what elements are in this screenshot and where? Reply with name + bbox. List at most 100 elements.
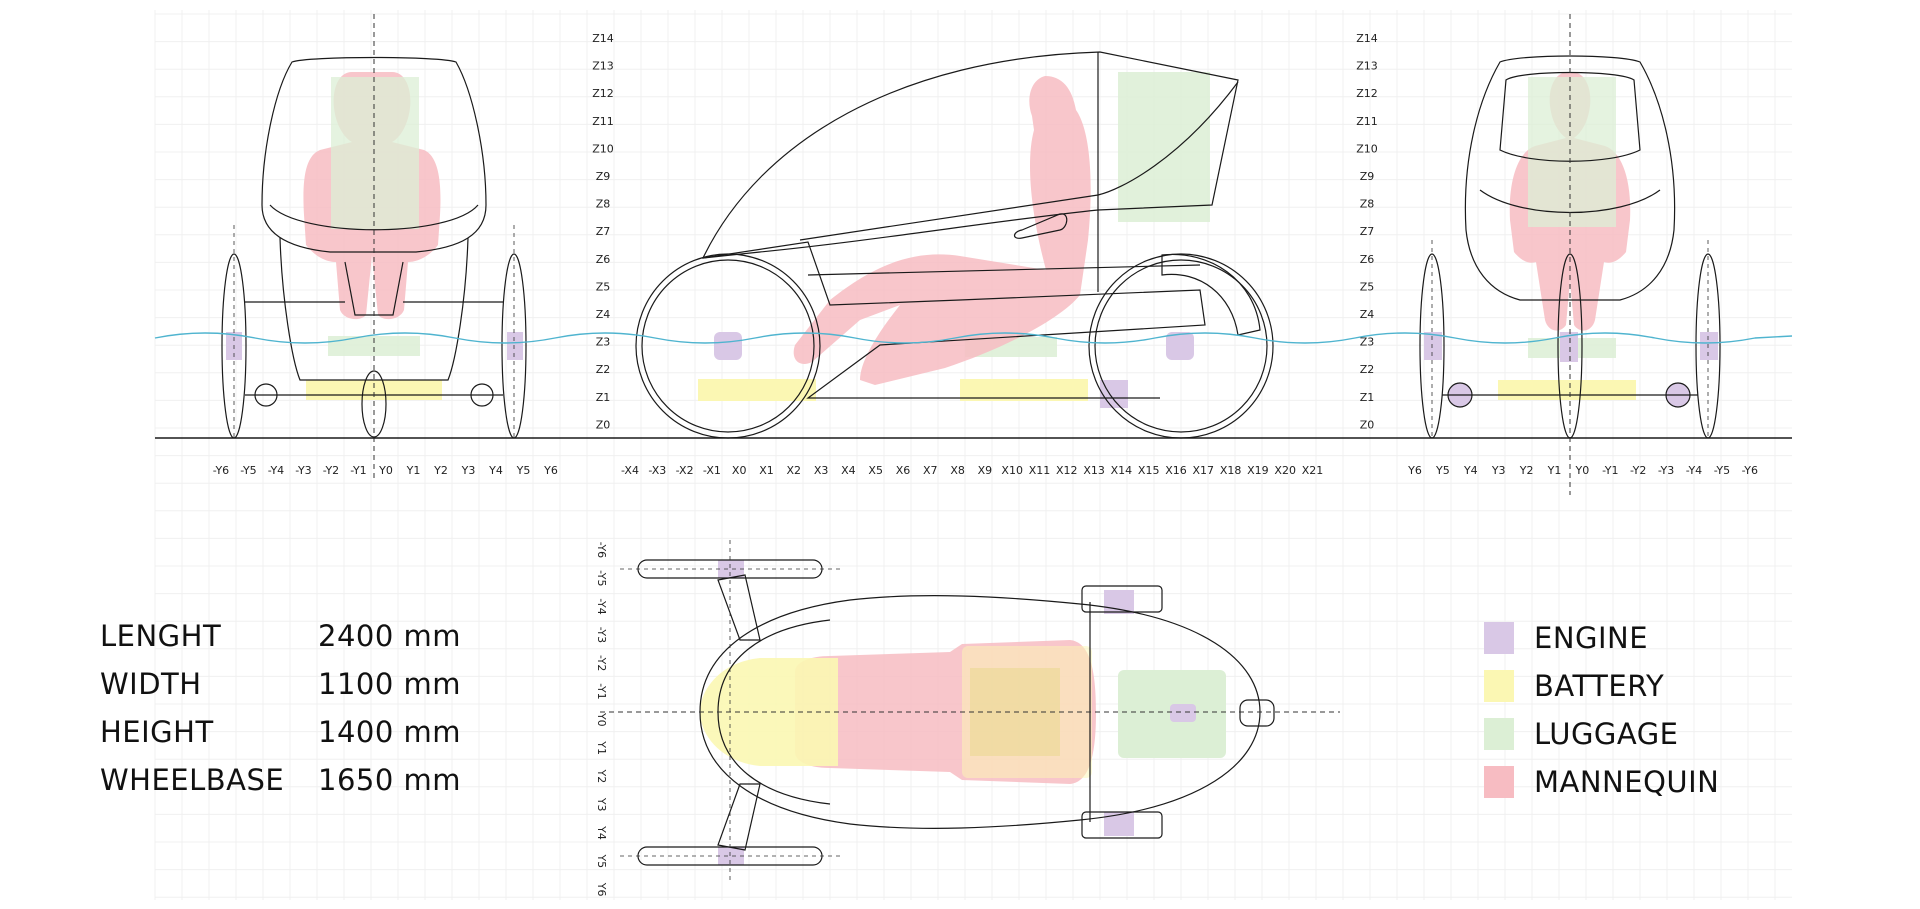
axis-tick-label: Y2: [433, 464, 448, 477]
axis-tick-label: -Y1: [350, 464, 366, 477]
axis-tick-label: X15: [1138, 464, 1160, 477]
axis-tick-label: -Y6: [1742, 464, 1758, 477]
axis-tick-label: Y0: [595, 712, 608, 727]
rear-engine-left: [1424, 332, 1442, 360]
rear-battery-zone: [1498, 380, 1636, 400]
top-rear-pod-left: [1081, 585, 1163, 613]
side-mannequin-zone: [793, 76, 1091, 385]
legend-item: BATTERY: [1484, 662, 1784, 710]
front-hub-right: [470, 383, 494, 407]
front-windshield: [269, 204, 479, 231]
top-view: [600, 540, 1340, 880]
axis-tick-label: X4: [841, 464, 856, 477]
spec-label: HEIGHT: [100, 715, 214, 749]
axis-tick-label: -Y6: [595, 542, 608, 558]
axis-tick-label: -X4: [621, 464, 639, 477]
axis-tick-label: X2: [787, 464, 802, 477]
axis-tick-label: Z3: [1360, 336, 1375, 349]
axis-tick-label: Z7: [596, 225, 611, 238]
legend-label: BATTERY: [1534, 669, 1665, 703]
axis-tick-label: X5: [868, 464, 883, 477]
legend-item: MANNEQUIN: [1484, 758, 1784, 806]
axis-tick-label: Y1: [406, 464, 421, 477]
axis-tick-label: -Y4: [1686, 464, 1702, 477]
axis-tick-label: X17: [1193, 464, 1215, 477]
side-canopy: [701, 51, 1239, 259]
axis-tick-label: Z10: [592, 142, 614, 155]
spec-value: 2400 mm: [318, 619, 462, 653]
axis-tick-label: -Y3: [1658, 464, 1674, 477]
zone-legend: ENGINE BATTERY LUGGAGE MANNEQUIN: [1484, 614, 1784, 806]
spec-value: 1650 mm: [318, 763, 462, 797]
axis-tick-label: X13: [1083, 464, 1105, 477]
axis-tick-label: X11: [1029, 464, 1051, 477]
axis-tick-label: Y1: [1547, 464, 1562, 477]
axis-tick-label: -Y5: [1714, 464, 1730, 477]
top-nose-outline-lower: [717, 711, 831, 805]
axis-tick-label: Y0: [1575, 464, 1590, 477]
spec-value: 1100 mm: [318, 667, 462, 701]
axis-tick-label: Y5: [595, 853, 608, 868]
side-engine-rear: [1166, 332, 1194, 360]
legend-item: ENGINE: [1484, 614, 1784, 662]
front-hub-left: [254, 383, 278, 407]
axis-tick-label: Z5: [596, 280, 611, 293]
axis-tick-label: Y4: [1463, 464, 1478, 477]
axis-tick-label: X7: [923, 464, 938, 477]
axis-tick-label: Y5: [516, 464, 531, 477]
axis-tick-label: X9: [978, 464, 993, 477]
top-nose-outline: [717, 619, 831, 713]
axis-tick-label: Z8: [596, 198, 611, 211]
front-body-lower: [279, 237, 469, 381]
front-canopy: [261, 56, 487, 253]
axis-tick-label: Z11: [592, 115, 614, 128]
axis-tick-label: Y3: [1491, 464, 1506, 477]
axis-tick-label: -Y3: [595, 627, 608, 643]
legend-swatch: [1484, 718, 1514, 750]
rear-hub-left: [1447, 382, 1473, 408]
axis-tick-label: X8: [950, 464, 965, 477]
axis-tick-label: Z1: [596, 391, 611, 404]
side-door-handle: [1013, 213, 1068, 239]
axis-tick-label: Z12: [592, 87, 614, 100]
axis-tick-label: -Y2: [1630, 464, 1646, 477]
axis-tick-label: X0: [732, 464, 747, 477]
axis-tick-label: -Y5: [240, 464, 256, 477]
legend-label: MANNEQUIN: [1534, 765, 1720, 799]
front-luggage-zone: [331, 77, 419, 229]
side-front-wheel-inner: [641, 259, 815, 433]
top-engine-rear-right: [1104, 812, 1134, 836]
side-rear-fender: [1161, 253, 1261, 336]
legend-label: LUGGAGE: [1534, 717, 1679, 751]
side-battery-zone-front: [698, 379, 816, 401]
side-rear-wheel-inner: [1094, 259, 1268, 433]
axis-tick-label: Y2: [595, 769, 608, 784]
legend-swatch: [1484, 670, 1514, 702]
axis-tick-label: X19: [1247, 464, 1269, 477]
rear-canopy: [1464, 55, 1676, 301]
rear-hub-right: [1665, 382, 1691, 408]
axis-tick-label: Z6: [596, 253, 611, 266]
axis-tick-label: Y4: [488, 464, 503, 477]
rear-window: [1499, 71, 1641, 162]
rear-view: [1419, 14, 1721, 495]
top-rear-wheel: [1239, 699, 1275, 727]
axis-tick-label: Y2: [1519, 464, 1534, 477]
legend-item: LUGGAGE: [1484, 710, 1784, 758]
axis-tick-label: Y6: [543, 464, 558, 477]
legend-label: ENGINE: [1534, 621, 1649, 655]
top-battery-zone: [700, 658, 838, 766]
axis-tick-label: Z9: [1360, 170, 1375, 183]
side-view: [635, 51, 1274, 439]
axis-tick-label: Z12: [1356, 87, 1378, 100]
